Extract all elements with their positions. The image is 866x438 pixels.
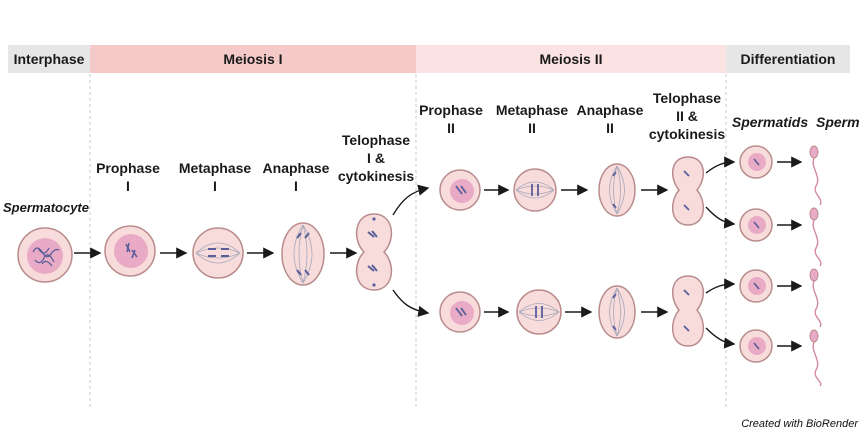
- spermatid-4: [739, 329, 773, 363]
- anaphase-1-cell: [281, 222, 325, 286]
- telophase-2-cell-bottom: [671, 275, 705, 347]
- telophase-2-label: Telophase II & cytokinesis: [648, 90, 726, 142]
- spermatocyte-label: Spermatocyte: [3, 200, 89, 215]
- meiosis-2-bar: Meiosis II: [416, 45, 726, 73]
- spermatid-3: [739, 269, 773, 303]
- spermatid-2: [739, 208, 773, 242]
- telophase-1-cell: [355, 213, 393, 291]
- spermatid-1: [739, 145, 773, 179]
- telophase-1-label: Telophase I & cytokinesis: [337, 132, 415, 184]
- prophase-2-cell-bottom: [439, 291, 481, 333]
- interphase-label: Interphase: [13, 51, 85, 67]
- metaphase-2-cell-top: [513, 168, 557, 212]
- arrow: [705, 156, 736, 174]
- arrow: [705, 278, 736, 294]
- arrow: [705, 206, 736, 229]
- metaphase-2-cell-bottom: [516, 289, 562, 335]
- differentiation-bar: Differentiation: [726, 45, 850, 73]
- metaphase-1-cell: [192, 227, 244, 279]
- arrow: [705, 327, 736, 349]
- phase-dividers: [89, 74, 727, 410]
- biorender-credit: Created with BioRender: [741, 418, 858, 430]
- meiosis-1-bar: Meiosis I: [90, 45, 416, 73]
- telophase-2-cell-top: [671, 156, 705, 226]
- sperm-label: Sperm: [816, 114, 860, 130]
- anaphase-2-cell-top: [598, 163, 636, 217]
- prophase-2-cell-top: [439, 169, 481, 211]
- differentiation-label: Differentiation: [740, 51, 836, 67]
- sperm-4: [809, 329, 822, 387]
- spermatocyte-cell: [17, 227, 73, 283]
- metaphase-1-label: Metaphase I: [178, 160, 252, 194]
- sperm-2: [809, 207, 822, 267]
- sperm-3: [809, 268, 822, 328]
- arrow-upper-branch: [392, 184, 430, 216]
- anaphase-1-label: Anaphase I: [262, 160, 330, 194]
- sperm-1: [809, 145, 822, 206]
- metaphase-2-label: Metaphase II: [495, 102, 569, 136]
- interphase-bar: Interphase: [8, 45, 90, 73]
- prophase-1-label: Prophase I: [96, 160, 160, 194]
- prophase-1-cell: [104, 225, 156, 277]
- meiosis-1-label: Meiosis I: [223, 51, 283, 67]
- anaphase-2-label: Anaphase II: [576, 102, 644, 136]
- anaphase-2-cell-bottom: [598, 285, 636, 339]
- arrow-lower-branch: [392, 289, 430, 317]
- spermatids-label: Spermatids: [731, 114, 809, 130]
- meiosis-2-label: Meiosis II: [539, 51, 603, 67]
- prophase-2-label: Prophase II: [419, 102, 483, 136]
